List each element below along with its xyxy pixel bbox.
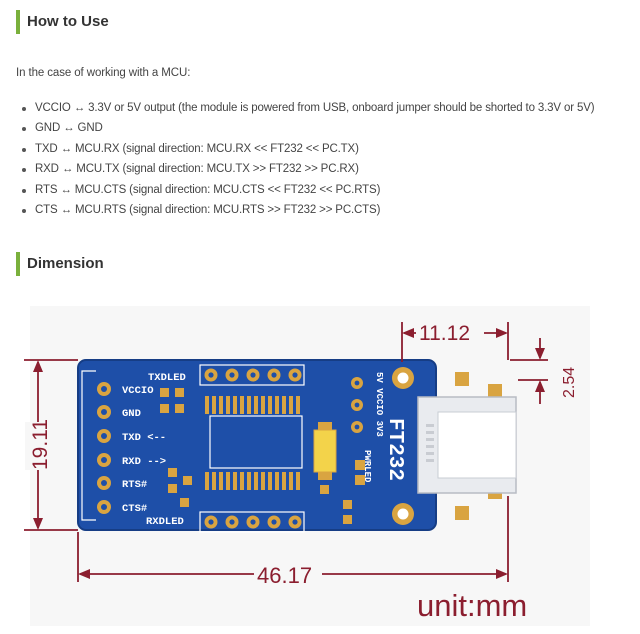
rxdled-label: RXDLED [146,516,184,528]
smd-pad [318,472,332,480]
list-item-text: CTS ↔ MCU.RTS (signal direction: MCU.RTS… [35,203,381,216]
pwrled-label: PWRLED [362,450,372,483]
unit-label: unit:mm [417,588,527,623]
pin-hole [101,457,107,463]
height-dimension-label: 19.11 [29,419,52,470]
list-item-text: TXD ↔ MCU.RX (signal direction: MCU.RX <… [35,142,359,155]
txdled-label: TXDLED [148,372,186,384]
list-item-text: RXD ↔ MCU.TX (signal direction: MCU.TX >… [35,163,359,176]
pin-hole [101,504,107,510]
list-item-text: VCCIO ↔ 3.3V or 5V output (the module is… [35,102,595,114]
header-bracket [81,370,96,521]
list-item: GND ↔ GND [22,120,594,140]
edge-offset-label: 2.54 [561,367,578,398]
list-item: VCCIO ↔ 3.3V or 5V output (the module is… [22,100,595,120]
smd-pad [355,460,365,470]
dimension-header-offset: 11.12 [401,319,509,362]
usb-opening [437,411,517,479]
pin-hole [101,480,107,486]
intro-text: In the case of working with a MCU: [16,67,191,79]
smd-pad [318,422,332,430]
smd-pad [160,388,169,397]
list-item: RXD ↔ MCU.TX (signal direction: MCU.TX >… [22,161,594,181]
bottom-header [199,511,305,533]
section-heading-how-to-use: How to Use [16,10,109,34]
mounting-hole-center [397,372,409,384]
pin-label-vccio: VCCIO [122,385,154,397]
bullet-icon [22,188,26,193]
dimension-diagram: VCCIO GND TXD <-- RXD --> RTS# CTS# TXDL… [24,306,590,626]
pin-hole [101,386,107,392]
smd-pad [175,388,184,397]
usb-tab [455,506,469,520]
list-item: TXD ↔ MCU.RX (signal direction: MCU.RX <… [22,141,594,161]
list-item: RTS ↔ MCU.CTS (signal direction: MCU.CTS… [22,182,594,202]
bullet-icon [22,127,26,132]
smd-pad [160,404,169,413]
smd-pad [320,485,329,494]
ft232-label: FT232 [383,418,406,481]
smd-pad [180,498,189,507]
pin-label-txd: TXD <-- [122,432,166,444]
dimension-width: 46.17 [77,496,509,588]
top-header [199,364,305,386]
dimension-height: 19.11 [24,359,78,531]
jumper-header [351,377,363,433]
pin-hole [101,433,107,439]
chip-outline [209,415,303,469]
smd-pad [355,475,365,485]
pin-label-rxd: RXD --> [122,456,166,468]
pin-label-cts: CTS# [122,503,147,515]
smd-pad [168,484,177,493]
usb-tab [455,372,469,386]
list-item-text: GND ↔ GND [35,122,103,135]
pin-label-rts: RTS# [122,479,147,491]
smd-pad [168,468,177,477]
bullet-icon [22,168,26,173]
smd-pad [183,476,192,485]
bullet-icon [22,107,26,111]
smd-pad [175,404,184,413]
smd-pad [343,515,352,524]
top-header-outline [199,364,305,386]
bullet-icon [22,147,26,152]
section-heading-dimension: Dimension [16,252,104,276]
header-offset-label: 11.12 [419,322,470,345]
dimension-edge-offset: 2.54 [510,338,578,404]
list-item: CTS ↔ MCU.RTS (signal direction: MCU.RTS… [22,202,594,222]
bullet-icon [22,208,26,213]
usb-connector [417,396,517,494]
bottom-header-outline [199,511,305,533]
smd-pad [343,500,352,509]
usb-tab [488,384,502,398]
mounting-hole-center [397,508,409,520]
list-item-text: RTS ↔ MCU.CTS (signal direction: MCU.CTS… [35,183,381,196]
crystal-component [313,429,337,473]
jumper-label: 5V VCCIO 3V3 [374,372,384,437]
left-header [97,382,111,514]
pin-hole [101,409,107,415]
ft232-chip-footprint [205,396,303,490]
pin-label-gnd: GND [122,408,141,420]
width-dimension-label: 46.17 [257,563,312,588]
pin-mapping-list: VCCIO ↔ 3.3V or 5V output (the module is… [22,100,595,222]
